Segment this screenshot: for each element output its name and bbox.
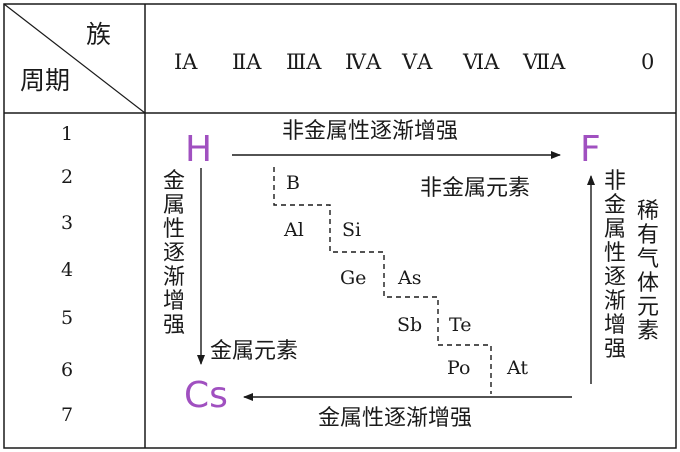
group-5a: ⅤA [402,50,433,74]
group-header-label: 族 [86,20,112,49]
period-5: 5 [61,307,74,329]
element-at: At [507,357,529,379]
bottom-arrow-label: 金属性逐渐增强 [318,406,473,431]
period-7: 7 [61,404,74,426]
metal-region-label: 金属元素 [210,339,299,364]
element-sb: Sb [397,314,423,336]
element-te: Te [449,314,472,336]
group-1a: ⅠA [174,50,198,74]
element-al: Al [284,219,304,241]
header-diagonal [3,3,146,114]
period-6: 6 [61,359,74,381]
group-6a: ⅥA [463,50,500,74]
nonmetal-region-label: 非金属元素 [420,176,531,201]
element-ge: Ge [340,267,367,289]
element-po: Po [447,357,471,379]
metal-nonmetal-boundary [273,167,492,394]
outer-border [3,3,677,449]
element-f: F [580,129,601,170]
period-4: 4 [61,259,74,281]
element-cs: Cs [184,375,228,416]
top-arrow-label: 非金属性逐渐增强 [282,119,459,144]
element-as: As [398,267,422,289]
left-vertical-label: 金属性逐渐增强 [162,169,185,338]
period-3: 3 [61,212,74,234]
period-1: 1 [61,123,74,145]
group-2a: ⅡA [232,50,262,74]
right-vertical-label: 非金属性逐渐增强 [603,169,626,362]
period-2: 2 [61,166,74,188]
group-0: 0 [641,50,655,74]
period-header-label: 周期 [20,66,71,95]
element-h: H [185,129,213,170]
group-4a: ⅣA [345,50,382,74]
element-si: Si [342,219,362,241]
group-3a: ⅢA [286,50,322,74]
element-b: B [286,172,300,194]
group-7a: ⅦA [523,50,566,74]
noble-gas-label: 稀有气体元素 [636,199,659,344]
